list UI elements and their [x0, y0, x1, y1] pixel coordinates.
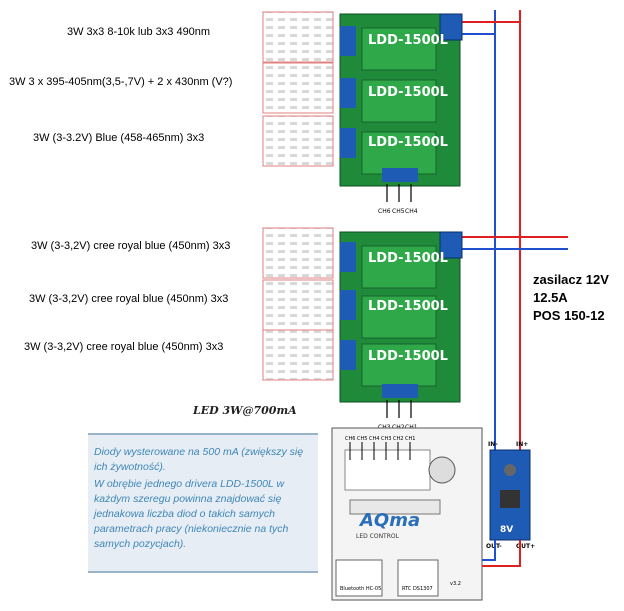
controller-board [331, 427, 483, 601]
driver-label-1b: LDD-1500L [368, 85, 448, 100]
led-array-4 [262, 227, 334, 279]
driver-board-2 [339, 231, 463, 403]
led-array-5 [262, 279, 334, 331]
driver-board-1 [339, 13, 463, 187]
in-minus-label: IN- [488, 441, 498, 448]
driver-label-2a: LDD-1500L [368, 251, 448, 266]
ctrl-ch-3: CH4 [369, 436, 379, 442]
led-array-2 [262, 62, 334, 114]
ctrl-ch-5: CH2 [393, 436, 403, 442]
driver-label-1c: LDD-1500L [368, 135, 448, 150]
row-label-6: 3W (3-3,2V) cree royal blue (450nm) 3x3 [24, 341, 224, 353]
note-paragraph-1: Diody wysterowane na 500 mA (zwiększy si… [94, 446, 304, 473]
board-subtitle: LED CONTROL [356, 533, 400, 540]
row-label-3: 3W (3-3.2V) Blue (458-465nm) 3x3 [33, 132, 205, 144]
ctrl-ch-2: CH5 [357, 436, 367, 442]
board-version: v3.2 [450, 581, 461, 587]
converter-voltage: 8V [500, 525, 513, 535]
ctrl-ch-1: CH6 [345, 436, 355, 442]
led-array-3 [262, 115, 334, 167]
row-label-4: 3W (3-3,2V) cree royal blue (450nm) 3x3 [31, 240, 231, 252]
led-array-6 [262, 329, 334, 381]
ctrl-ch-6: CH1 [405, 436, 415, 442]
in-plus-label: IN+ [516, 441, 528, 448]
rtc-label: RTC DS1307 [402, 586, 433, 592]
ctrl-ch-4: CH3 [381, 436, 391, 442]
ch-label-top-2: CH5 [392, 208, 405, 215]
psu-line-3: POS 150-12 [533, 308, 605, 323]
led-header: LED 3W@700mA [193, 404, 297, 417]
driver-label-2c: LDD-1500L [368, 349, 448, 364]
ch-label-top-1: CH6 [378, 208, 391, 215]
power-supply-label: zasilacz 12V 12.5A POS 150-12 [533, 271, 609, 325]
dc-converter [489, 449, 531, 541]
note-box: Diody wysterowane na 500 mA (zwiększy si… [88, 433, 318, 573]
out-plus-label: OUT+ [516, 543, 535, 550]
driver-label-2b: LDD-1500L [368, 299, 448, 314]
row-label-1: 3W 3x3 8-10k lub 3x3 490nm [67, 26, 211, 38]
brand-logo: AQma [358, 510, 420, 531]
psu-line-2: 12.5A [533, 290, 568, 305]
led-array-1 [262, 11, 334, 63]
row-label-2: 3W 3 x 395-405nm(3,5-,7V) + 2 x 430nm (V… [9, 76, 233, 88]
row-label-5: 3W (3-3,2V) cree royal blue (450nm) 3x3 [29, 293, 229, 305]
bluetooth-label: Bluetooth HC-05 [340, 586, 381, 592]
driver-label-1a: LDD-1500L [368, 33, 448, 48]
psu-line-1: zasilacz 12V [533, 272, 609, 287]
ch-label-top-3: CH4 [405, 208, 418, 215]
note-paragraph-2: W obrębie jednego drivera LDD-1500L w ka… [94, 478, 289, 550]
